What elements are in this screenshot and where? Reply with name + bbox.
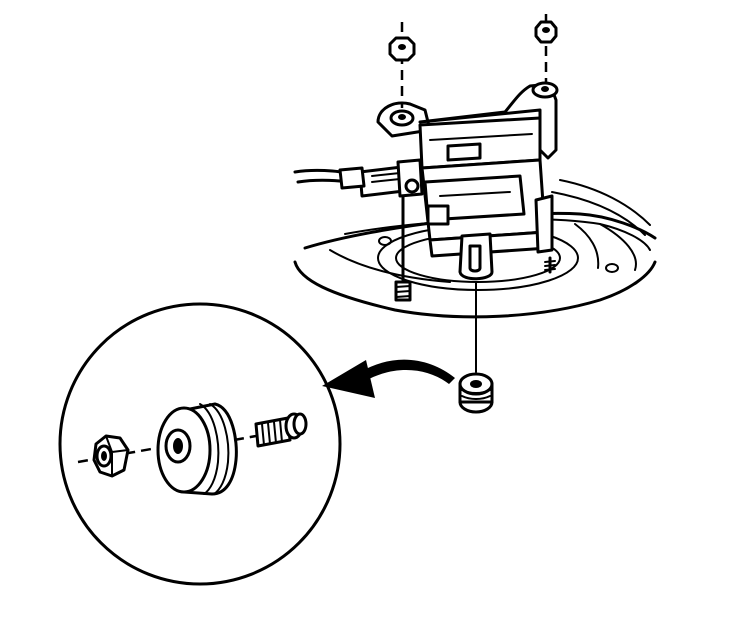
bolt-icon bbox=[233, 412, 308, 448]
module-assembly bbox=[338, 81, 559, 302]
nut-icon bbox=[92, 434, 130, 478]
curved-arrow-icon bbox=[322, 359, 455, 398]
top-left-nut bbox=[388, 22, 416, 108]
detail-view-circle bbox=[58, 302, 342, 586]
grommet-detail bbox=[156, 402, 238, 496]
rubber-grommet-icon bbox=[458, 281, 494, 414]
top-right-nut bbox=[534, 14, 558, 84]
